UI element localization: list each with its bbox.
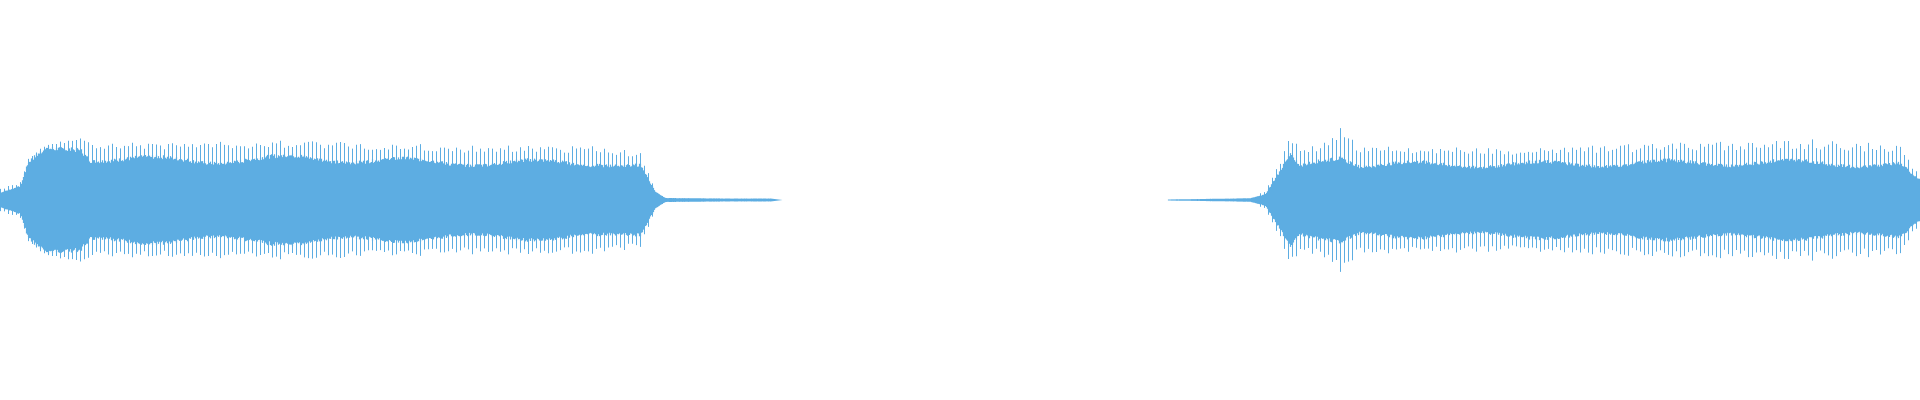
waveform-peaks <box>0 128 1917 272</box>
